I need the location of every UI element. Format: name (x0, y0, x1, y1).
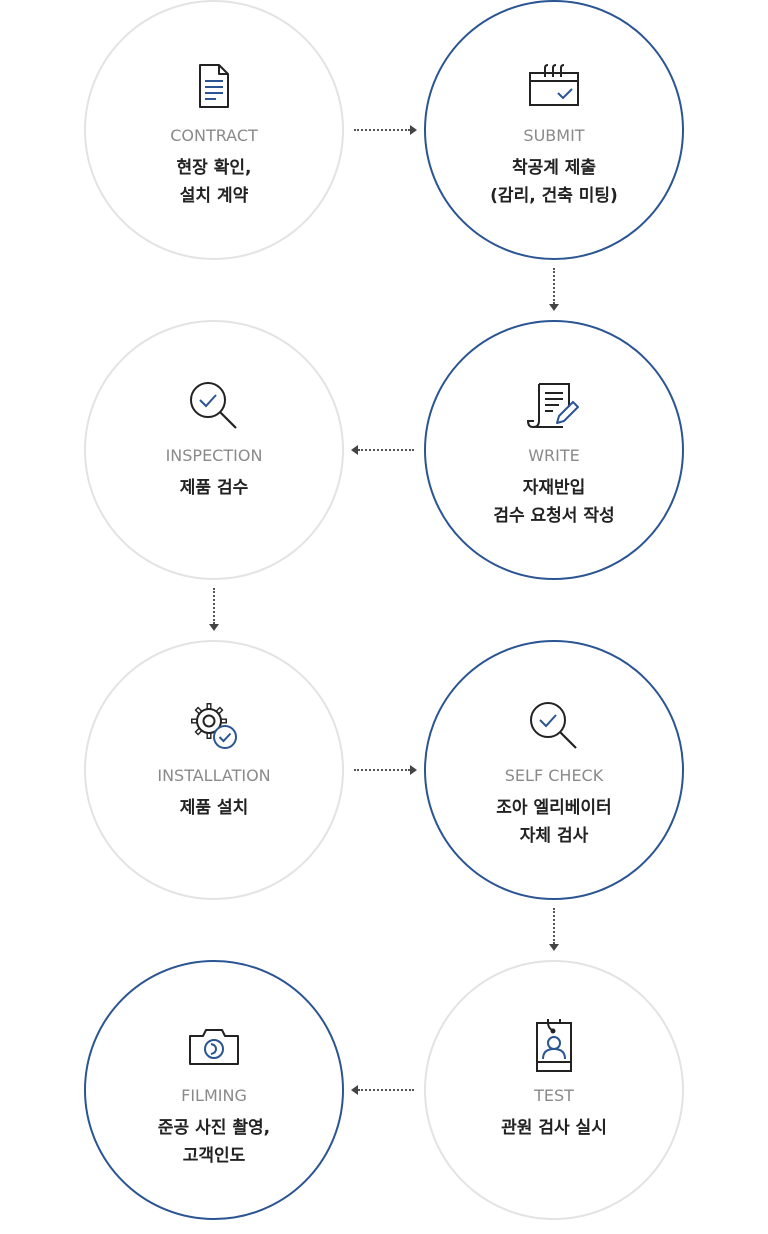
step-self-check: SELF CHECK 조아 엘리베이터 자체 검사 (424, 640, 684, 900)
step-description: 관원 검사 실시 (501, 1118, 607, 1138)
document-icon (186, 58, 242, 114)
arrow-right (354, 765, 417, 775)
step-label: CONTRACT (170, 126, 258, 145)
arrow-down (549, 268, 559, 311)
calendar-check-icon (526, 58, 582, 114)
arrow-down (549, 908, 559, 951)
step-label: FILMING (181, 1086, 247, 1105)
step-description: 현장 확인, 설치 계약 (176, 158, 252, 206)
arrow-right (354, 125, 417, 135)
step-label: TEST (534, 1086, 574, 1105)
step-label: SUBMIT (523, 126, 585, 145)
document-pen-icon (526, 378, 582, 434)
step-submit: SUBMIT 착공계 제출 (감리, 건축 미팅) (424, 0, 684, 260)
step-label: WRITE (528, 446, 580, 465)
step-description: 제품 검수 (179, 478, 249, 498)
id-badge-icon (526, 1018, 582, 1074)
arrow-down (209, 588, 219, 631)
magnifier-check-icon (186, 378, 242, 434)
step-write: WRITE 자재반입 검수 요청서 작성 (424, 320, 684, 580)
step-description: 제품 설치 (179, 798, 249, 818)
step-label: INSTALLATION (157, 766, 271, 785)
step-description: 자재반입 검수 요청서 작성 (493, 478, 615, 526)
step-description: 조아 엘리베이터 자체 검사 (496, 798, 612, 846)
step-description: 준공 사진 촬영, 고객인도 (157, 1118, 271, 1166)
step-installation: INSTALLATION 제품 설치 (84, 640, 344, 900)
camera-icon (186, 1018, 242, 1074)
step-label: INSPECTION (165, 446, 263, 465)
step-inspection: INSPECTION 제품 검수 (84, 320, 344, 580)
step-test: TEST 관원 검사 실시 (424, 960, 684, 1220)
step-contract: CONTRACT 현장 확인, 설치 계약 (84, 0, 344, 260)
step-filming: FILMING 준공 사진 촬영, 고객인도 (84, 960, 344, 1220)
step-label: SELF CHECK (504, 766, 604, 785)
step-description: 착공계 제출 (감리, 건축 미팅) (490, 158, 618, 206)
arrow-left (351, 445, 414, 455)
magnifier-check-icon (526, 698, 582, 754)
gear-check-icon (186, 698, 242, 754)
arrow-left (351, 1085, 414, 1095)
